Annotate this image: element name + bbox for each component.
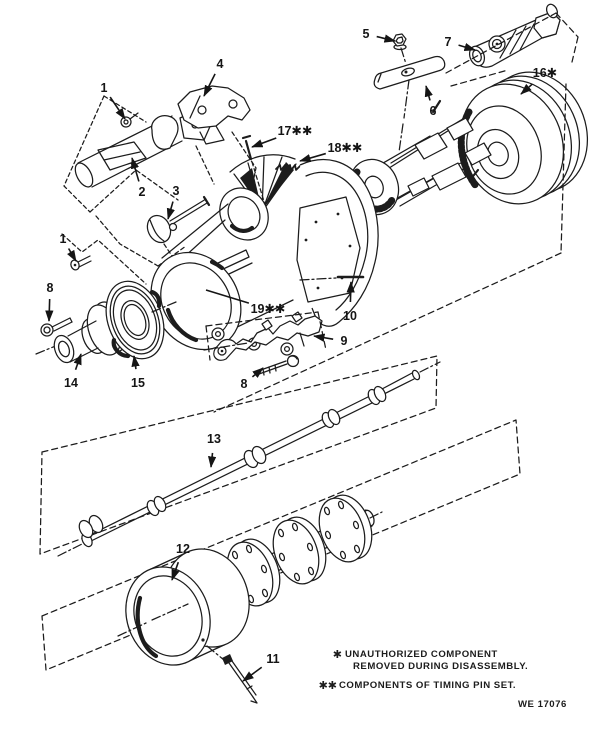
callout-leader-8 <box>251 367 264 378</box>
callout-label-8: 8 <box>47 281 54 295</box>
callout-leader-1 <box>109 96 126 120</box>
callout-leader-11 <box>242 666 263 682</box>
assembly-axis-5-6 <box>398 47 410 153</box>
footnote-1-line-2: REMOVED DURING DISASSEMBLY. <box>353 661 528 672</box>
callout-leader-5 <box>376 34 396 43</box>
callout-leader-9 <box>313 333 334 342</box>
bracket-part-9 <box>203 311 327 361</box>
callout-label-7: 7 <box>445 35 452 49</box>
drum-part-12 <box>117 511 383 666</box>
timing-pin-17 <box>241 134 267 209</box>
callout-label-19✱✱: 19✱✱ <box>251 302 286 316</box>
callout-label-2: 2 <box>139 185 146 199</box>
gear-cluster-part-16 <box>309 71 589 233</box>
callout-leader-2 <box>130 157 140 182</box>
callout-label-15: 15 <box>131 376 145 390</box>
callout-leader-19✱✱ <box>205 289 250 304</box>
shaft-part-13 <box>57 361 441 557</box>
callout-leader-10 <box>346 281 355 303</box>
callout-leader-12 <box>171 561 180 581</box>
pin-part-11 <box>206 645 258 704</box>
callout-label-14: 14 <box>64 376 78 390</box>
callout-leader-8 <box>45 298 54 322</box>
footnote-marker-2: ✱✱ <box>319 680 337 692</box>
callout-leader-15 <box>131 355 140 370</box>
bolt-part-1b <box>61 233 147 285</box>
retaining-pin-10 <box>299 275 365 281</box>
valve-part-7 <box>468 3 561 68</box>
callout-label-6: 6 <box>430 104 437 118</box>
axis-left-2 <box>151 301 177 313</box>
callout-label-18✱✱: 18✱✱ <box>328 141 363 155</box>
footnote-1-line-1: UNAUTHORIZED COMPONENT <box>345 649 498 660</box>
callout-label-10: 10 <box>343 309 357 323</box>
dashed-boundary-valve <box>445 12 579 87</box>
drawing-number: WE 17076 <box>518 699 567 710</box>
callout-label-11: 11 <box>266 652 279 666</box>
bolt-part-8b <box>257 354 300 376</box>
callout-leader-14 <box>73 353 82 371</box>
callout-label-13: 13 <box>207 432 221 446</box>
callout-leader-17✱✱ <box>251 137 277 148</box>
callout-label-3: 3 <box>173 184 180 198</box>
footnote-marker-1: ✱ <box>333 649 342 661</box>
callout-leader-1 <box>67 248 77 262</box>
bolt-part-1a <box>120 112 139 128</box>
bracket-part-4 <box>177 85 251 145</box>
callout-label-17✱✱: 17✱✱ <box>278 124 313 138</box>
callout-leader-7 <box>458 43 476 51</box>
dashed-boundary-gear-cluster <box>213 83 567 413</box>
callout-leader-4 <box>203 73 216 97</box>
callout-leader-13 <box>207 452 217 468</box>
callout-label-12: 12 <box>176 542 190 556</box>
callout-label-4: 4 <box>217 57 224 71</box>
callout-label-16✱: 16✱ <box>533 66 557 80</box>
seal-ring-part-15 <box>105 280 165 360</box>
bolt-part-8a <box>40 317 73 337</box>
dashed-boundary-shaft <box>39 355 438 555</box>
callout-label-5: 5 <box>363 27 370 41</box>
callout-label-1: 1 <box>101 81 108 95</box>
footnotes: ✱ UNAUTHORIZED COMPONENT REMOVED DURING … <box>319 649 528 692</box>
callout-label-8: 8 <box>241 377 248 391</box>
strap-part-6 <box>373 47 446 153</box>
callout-leader-18✱✱ <box>299 152 327 163</box>
callout-leader-6 <box>424 85 433 101</box>
callout-leader-3 <box>166 201 175 220</box>
footnote-2-line-1: COMPONENTS OF TIMING PIN SET. <box>339 680 516 691</box>
callout-leader-lines <box>45 34 533 682</box>
pin-part-3 <box>146 195 211 281</box>
nut-part-5 <box>392 33 407 51</box>
dashed-boundary-drum <box>41 419 521 671</box>
callout-leader-16✱ <box>520 83 533 95</box>
callout-label-1: 1 <box>60 232 67 246</box>
callout-label-9: 9 <box>341 334 348 348</box>
